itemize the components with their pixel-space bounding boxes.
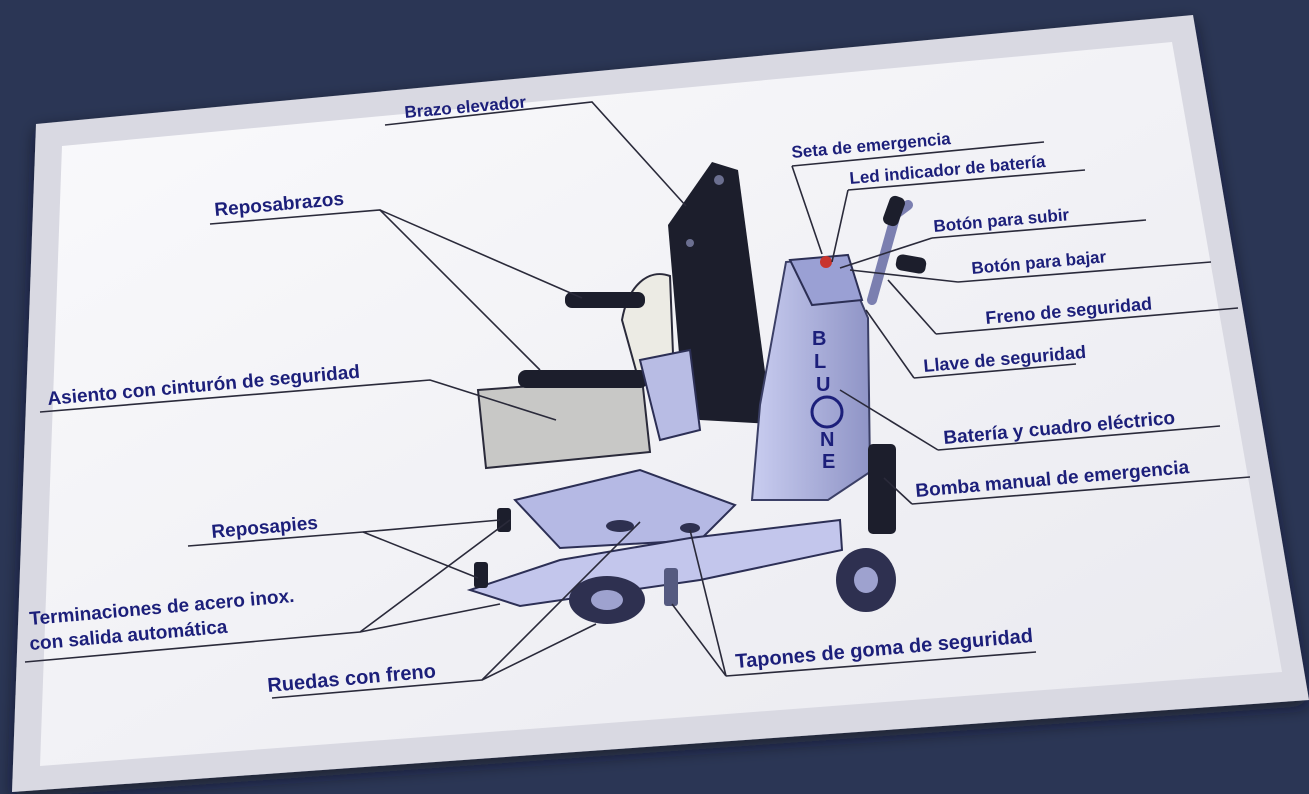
lower-base [466, 518, 844, 608]
svg-text:U: U [816, 374, 830, 396]
emergency-stop-knob [820, 256, 832, 268]
leader-lines [24, 101, 1251, 699]
lifting-arm [668, 162, 772, 424]
emergency-pump [868, 444, 896, 534]
footrest-platform [513, 468, 737, 550]
brand-logo: B L U N E [810, 328, 844, 473]
svg-text:L: L [814, 351, 826, 373]
svg-text:B: B [812, 328, 826, 350]
svg-text:N: N [820, 429, 834, 451]
armrest-lower [518, 370, 648, 388]
armrest-upper [565, 292, 645, 308]
svg-text:E: E [822, 451, 835, 473]
seat-pan [476, 376, 652, 470]
wheelchair-illustration: B L U N E [466, 162, 927, 624]
